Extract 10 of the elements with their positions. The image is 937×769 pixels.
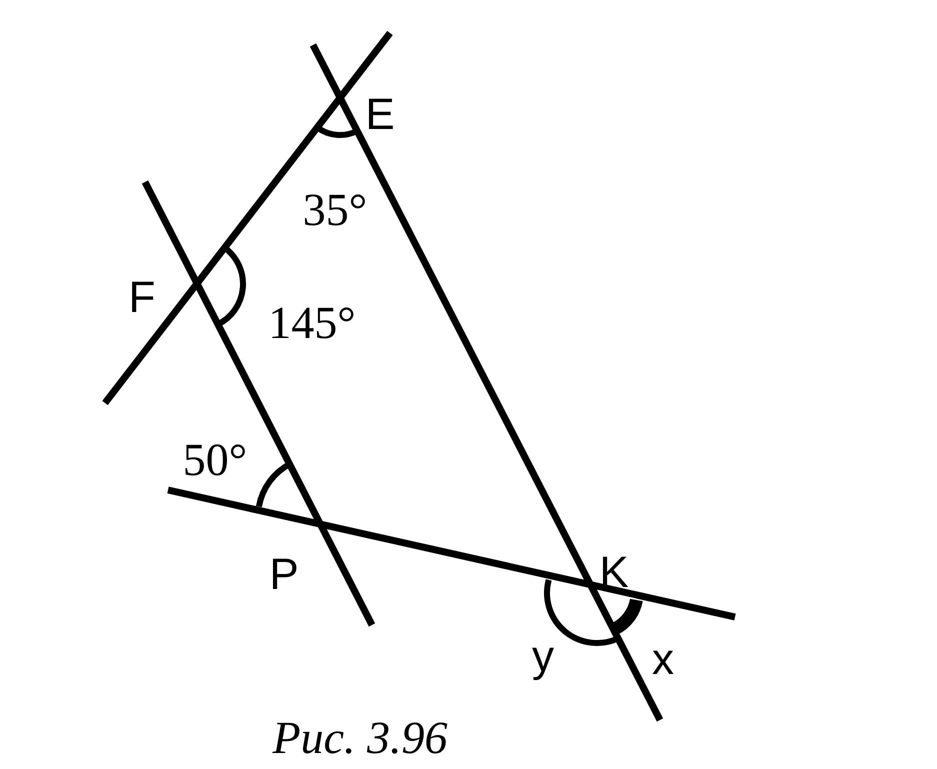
angle-label: y	[532, 635, 554, 679]
angle-label: 145°	[268, 300, 356, 346]
point-label: K	[599, 551, 629, 595]
angle-label: 35°	[302, 187, 368, 233]
figure-caption: Рис. 3.96	[272, 715, 448, 761]
point-label: F	[128, 276, 156, 320]
angle-label: x	[652, 638, 674, 682]
point-label: P	[269, 553, 299, 597]
angle-label: 50°	[182, 437, 248, 483]
point-label: E	[365, 93, 395, 137]
